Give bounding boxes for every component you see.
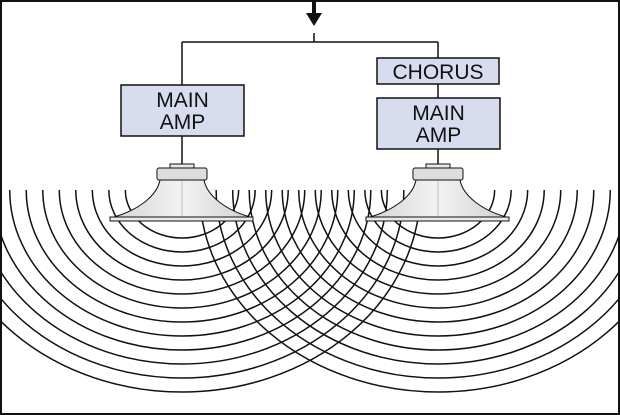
chorus-label: CHORUS (392, 61, 483, 84)
left-wave-arc (25, 189, 339, 323)
left-wave-arc (91, 189, 273, 267)
right-wave-arc (314, 189, 562, 295)
right-main-amp-box: MAIN AMP (376, 97, 501, 150)
left-amp-label-line1: MAIN (156, 89, 209, 112)
right-wave-arc (298, 189, 578, 309)
right-amp-label-line1: MAIN (412, 102, 465, 125)
left-wave-arc (58, 189, 306, 295)
right-wave-arc (264, 189, 612, 337)
left-wave-arc (1, 189, 405, 379)
left-speaker-icon (109, 163, 254, 222)
right-wave-arc (281, 189, 595, 323)
right-wave-arc (248, 189, 619, 351)
left-amp-label-line2: AMP (160, 111, 206, 134)
right-wave-arc (347, 189, 529, 267)
signal-wiring (181, 33, 439, 164)
left-main-amp-box: MAIN AMP (120, 84, 245, 137)
left-wave-arc (42, 189, 322, 309)
chorus-box: CHORUS (376, 57, 500, 85)
right-wave-arc (198, 189, 619, 393)
left-wave-arc (1, 189, 372, 351)
right-wave-arc (231, 189, 619, 365)
left-wave-arc (75, 189, 289, 281)
right-amp-label-line2: AMP (416, 124, 462, 147)
left-wave-arc (8, 189, 356, 337)
left-wave-arc (1, 189, 422, 393)
sound-waves (1, 189, 619, 393)
input-arrow-icon (306, 2, 322, 26)
right-wave-arc (331, 189, 545, 281)
right-speaker-icon (365, 163, 510, 222)
right-wave-arc (215, 189, 619, 379)
left-wave-arc (1, 189, 389, 365)
